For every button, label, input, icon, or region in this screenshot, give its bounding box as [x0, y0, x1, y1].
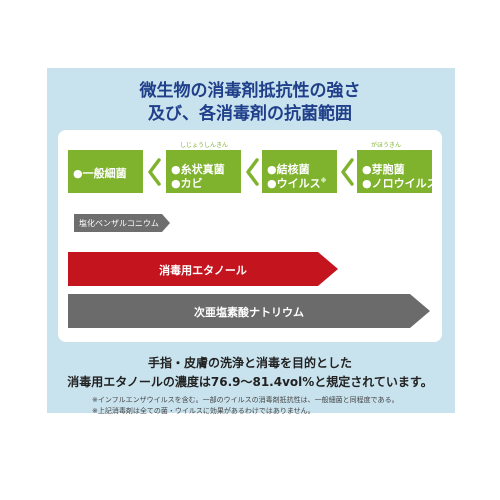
microbe-label: ●糸状真菌 — [171, 163, 225, 176]
microbe-box-general-bacteria: ●一般細菌 — [68, 150, 143, 193]
bar-shape — [68, 294, 430, 328]
microbe-label-with-mark: ●ウイルス※ — [267, 175, 326, 191]
chevron-left-icon — [246, 158, 259, 186]
microbe-label: ●芽胞菌 — [362, 163, 405, 176]
ruby-text: がほうきん — [371, 142, 402, 149]
caption-line-1: 手指・皮膚の洗浄と消毒を目的とした — [147, 356, 352, 370]
title-line-1: 微生物の消毒剤抵抗性の強さ — [139, 81, 361, 101]
bar-label: 次亜塩素酸ナトリウム — [194, 306, 304, 319]
caption-line-2: 消毒用エタノールの濃度は76.9〜81.4vol%と規定されています。 — [67, 375, 433, 389]
microbe-label: ●ノロウイルス — [362, 177, 438, 190]
bar-label: 塩化ベンザルコニウム — [79, 219, 159, 228]
bar-label: 消毒用エタノール — [159, 264, 247, 277]
bar-benzalkonium: 塩化ベンザルコニウム — [74, 214, 170, 232]
chevron-left-icon — [341, 158, 354, 186]
microbe-box-spore: がほうきん ●芽胞菌 ●ノロウイルス — [357, 142, 438, 193]
ruby-text: しじょうしんきん — [180, 142, 229, 149]
footnote: ※インフルエンザウイルスを含む。一部のウイルスの消毒剤抵抗性は、一般細菌と同程度… — [92, 396, 399, 404]
bar-shape — [74, 214, 170, 232]
bar-hypochlorite: 次亜塩素酸ナトリウム — [68, 294, 430, 328]
title-line-2: 及び、各消毒剤の抗菌範囲 — [148, 104, 352, 124]
bar-ethanol: 消毒用エタノール — [68, 252, 338, 286]
footnote: ※上記消毒剤は全ての菌・ウイルスに効果があるわけではありません。 — [92, 407, 315, 415]
microbe-label: ●ウイルス — [267, 177, 321, 190]
microbe-label: ●結核菌 — [267, 163, 310, 176]
chevron-left-icon — [148, 158, 161, 186]
footnote-mark: ※ — [320, 177, 327, 185]
bar-shape — [68, 252, 338, 286]
page-title: 微生物の消毒剤抵抗性の強さ 及び、各消毒剤の抗菌範囲 — [0, 80, 500, 126]
microbe-label: ●カビ — [171, 177, 203, 190]
microbe-box-fungi: しじょうしんきん ●糸状真菌 ●カビ — [166, 142, 241, 193]
microbe-box-tuberculosis: ●結核菌 ●ウイルス※ — [262, 150, 337, 193]
microbe-label: ●一般細菌 — [73, 167, 127, 180]
